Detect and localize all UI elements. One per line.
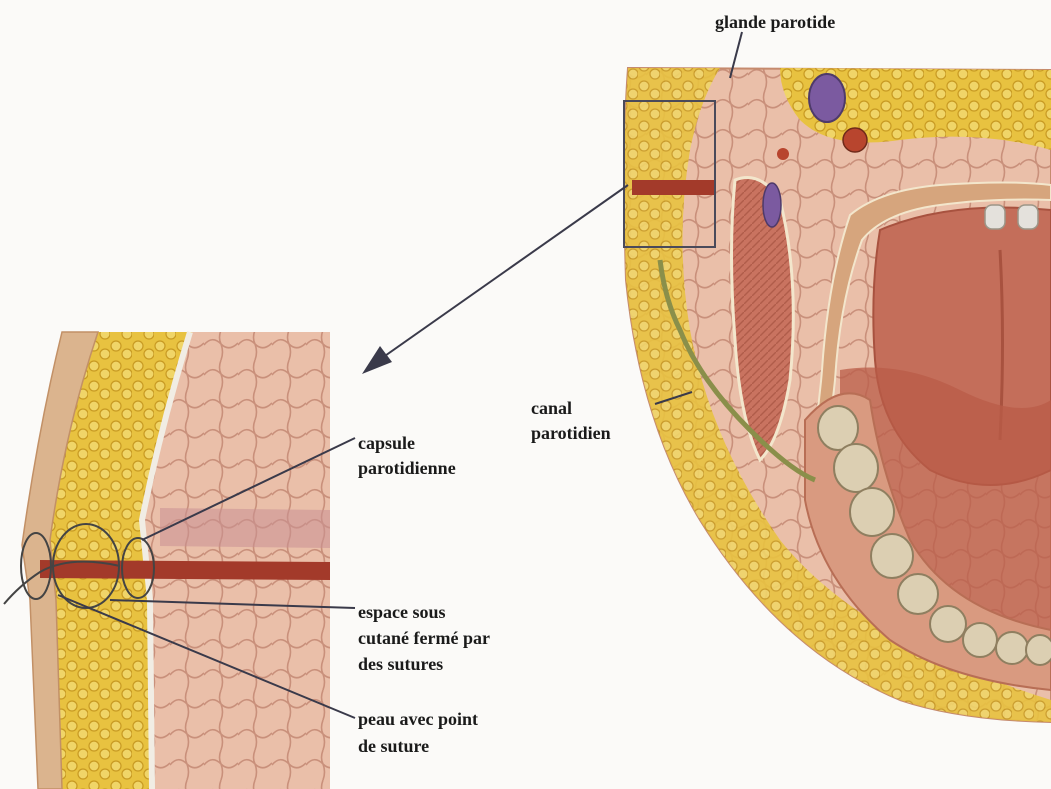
parotid-duct	[632, 180, 715, 195]
label-espace-line2: cutané fermé par	[358, 626, 490, 651]
magnified-inset	[4, 332, 330, 789]
inset-duct	[40, 560, 330, 580]
vein-icon	[809, 74, 845, 122]
inset-duct-light	[160, 508, 330, 548]
label-canal-parotidien-line1: canal	[531, 396, 572, 421]
label-capsule-line2: parotidienne	[358, 456, 456, 481]
label-espace-line1: espace sous	[358, 600, 446, 625]
label-espace-line3: des sutures	[358, 652, 443, 677]
label-peau-line1: peau avec point	[358, 707, 478, 732]
label-canal-parotidien-line2: parotidien	[531, 421, 611, 446]
zoom-arrow-line	[372, 185, 628, 365]
label-peau-line2: de suture	[358, 734, 429, 759]
zoom-arrow-head	[362, 346, 392, 374]
cross-section	[624, 68, 1051, 722]
vein-small-icon	[763, 183, 781, 227]
label-capsule-line1: capsule	[358, 431, 415, 456]
artery-small-icon	[777, 148, 789, 160]
artery-icon	[843, 128, 867, 152]
label-glande-parotide: glande parotide	[715, 10, 835, 35]
